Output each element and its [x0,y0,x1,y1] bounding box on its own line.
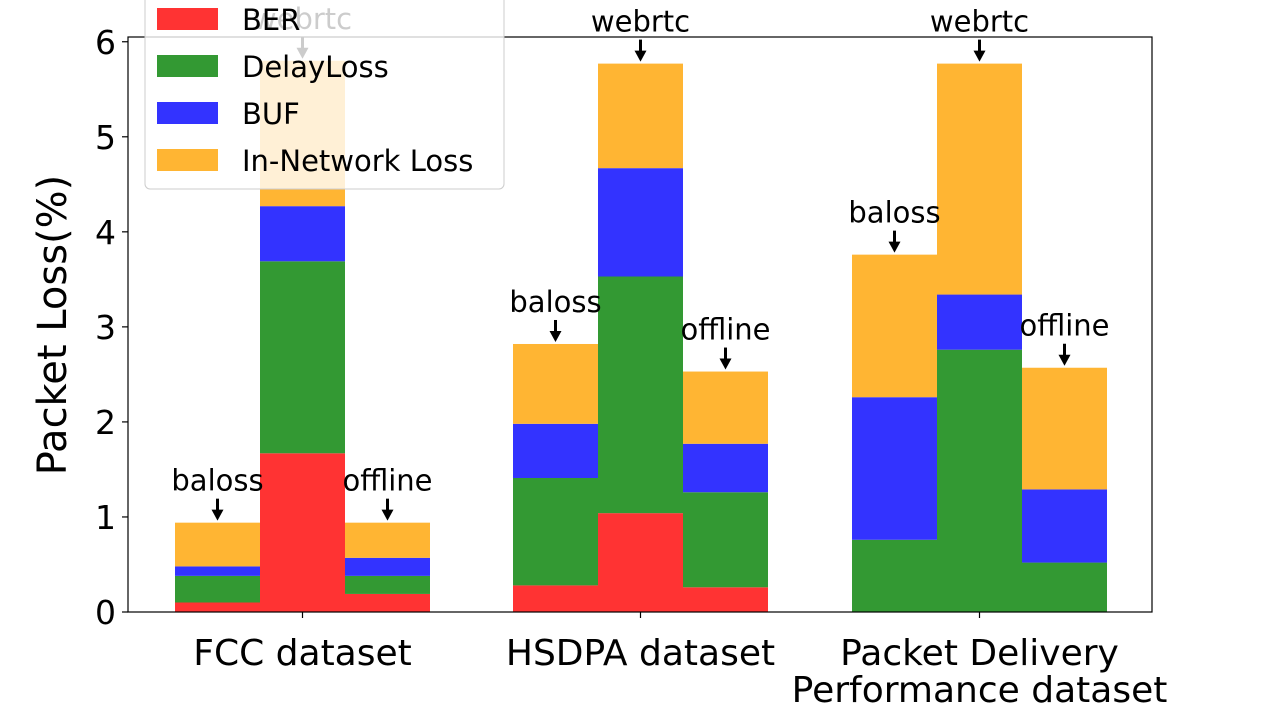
bar-segment-buf [345,557,430,576]
annotation-label: offline [342,464,432,498]
bar-segment-delayloss [345,575,430,594]
bar-segment-buf [937,294,1022,350]
bar-segment-buf [175,566,260,576]
bar-segment-buf [683,443,768,493]
bar-segment-buf [260,206,345,262]
bar-segment-in-network-loss [937,63,1022,295]
y-tick-label: 1 [95,498,116,537]
bar-segment-delayloss [175,575,260,603]
bar-segment-in-network-loss [345,522,430,558]
bar-segment-ber [598,513,683,612]
annotation-arrow-head [973,50,986,62]
bar-segment-in-network-loss [175,522,260,567]
bar-segment-in-network-loss [852,254,937,398]
x-category-label: HSDPA dataset [506,633,775,674]
x-category-label: FCC dataset [193,633,412,674]
annotations-layer: baloss webrtc offline baloss webrtc offline ba… [171,2,1110,521]
annotation-label: webrtc [930,5,1029,39]
annotation-label: baloss [171,464,263,498]
legend-label: BUF [242,97,300,131]
legend-label: BER [242,3,300,37]
bars-layer [175,60,1107,612]
legend-label: In-Network Loss [242,144,473,178]
bar-segment-ber [260,453,345,612]
y-tick-label: 6 [95,23,116,62]
x-category-label: Performance dataset [792,670,1168,711]
annotation-arrow-head [719,358,732,370]
bar-segment-ber [513,585,598,612]
bar-segment-delayloss [937,349,1022,612]
annotation-label: baloss [848,196,940,230]
y-tick-label: 4 [95,213,116,252]
bar-segment-delayloss [852,539,937,612]
x-axis: FCC dataset HSDPA dataset Packet DeliveryP… [193,612,1167,711]
x-category-label: Packet Delivery [840,633,1119,674]
bar-segment-buf [598,168,683,277]
bar-segment-ber [175,602,260,612]
annotation-arrow-head [634,50,647,62]
y-tick-label: 0 [95,593,116,632]
annotation-arrow-head [211,509,224,521]
bar-segment-ber [683,587,768,612]
bar-segment-delayloss [683,492,768,588]
bar-segment-delayloss [513,477,598,586]
y-tick-label: 5 [95,118,116,157]
bar-segment-in-network-loss [598,63,683,169]
bar-segment-in-network-loss [683,371,768,444]
annotation-label: offline [1019,309,1109,343]
bar-segment-delayloss [260,261,345,454]
bar-segment-ber [345,593,430,612]
bar-segment-buf [852,397,937,540]
annotation-arrow-head [1058,354,1071,366]
bar-segment-delayloss [1022,562,1107,612]
annotation-arrow-head [549,330,562,342]
y-tick-label: 2 [95,403,116,442]
bar-segment-delayloss [598,276,683,514]
legend-label: DelayLoss [242,50,389,84]
bar-segment-in-network-loss [513,343,598,424]
y-axis-label: Packet Loss(%) [30,175,76,476]
legend-swatch [157,149,218,171]
annotation-label: baloss [509,285,601,319]
annotation-arrow-head [381,509,394,521]
annotation-arrow-head [888,241,901,253]
legend-swatch [157,102,218,124]
bar-segment-buf [1022,489,1107,563]
legend-swatch [157,8,218,30]
legend-frame [144,0,505,190]
annotation-label: webrtc [591,5,690,39]
y-axis: 0 1 2 3 4 5 6 [95,23,128,632]
y-tick-label: 3 [95,308,116,347]
annotation-label: offline [680,313,770,347]
bar-segment-buf [513,423,598,478]
legend-swatch [157,55,218,77]
bar-segment-in-network-loss [1022,367,1107,490]
